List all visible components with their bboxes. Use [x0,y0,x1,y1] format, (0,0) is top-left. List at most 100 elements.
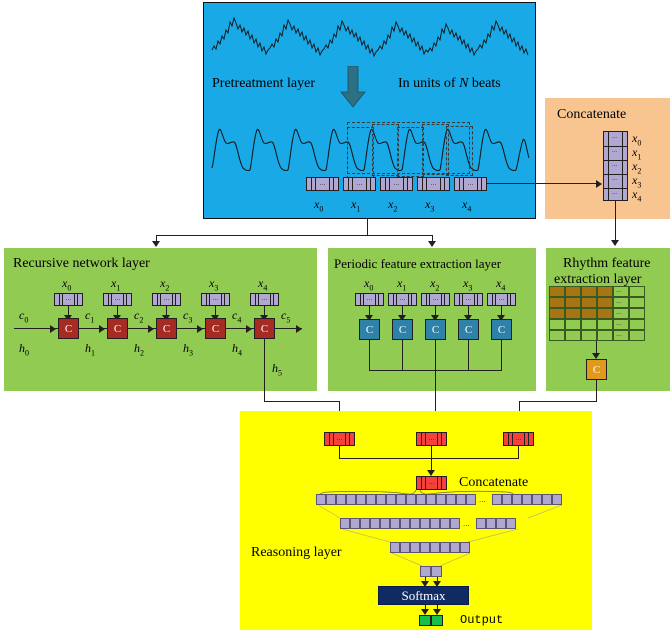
dense1-cell [366,494,376,505]
grid-cell [549,286,565,297]
reasoning-concatenate-chip: ... [416,476,447,490]
dense2-cell [476,518,486,529]
periodic-cell-1: C [392,319,413,340]
recursive-input-label-4: x4 [258,276,268,293]
concat-row-label-3: x3 [632,173,642,190]
dense1-cell [376,494,386,505]
periodic-chip-arrow-line-0 [369,306,371,319]
units-of-n-beats-label: In units of N beats [398,76,501,92]
dense2-cell [430,518,440,529]
dense3-to-dense4-links [391,553,471,567]
segmentation-window-0 [347,127,374,179]
dense3-cell [450,542,460,553]
dense3-cell [440,542,450,553]
recursive-cell-in-arrow-4 [246,325,252,333]
reasoning-layer-title: Reasoning layer [251,545,342,560]
chip-dots: ... [114,295,121,302]
softmax-to-output-arrow-0 [421,609,429,615]
recursive-h-label-4: h4 [232,341,242,358]
recursive-cell-in-arrow-0 [50,325,56,333]
reasoning-merge-arrowhead [427,470,435,476]
grid-cell [581,330,597,341]
dense1-cell [502,494,512,505]
periodic-cell-2: C [425,319,446,340]
segmentation-window-3 [422,124,449,175]
beat-label-4: x4 [462,197,472,214]
rhythm-feature-extraction-layer-title-line1: Rhythm feature [563,256,651,271]
concat-row-label-0: x0 [632,131,642,148]
periodic-input-label-3: x3 [463,276,473,293]
chip-dots: ... [336,434,343,442]
dense2-cell [450,518,460,529]
recursive-input-chip-4: ... [250,293,279,306]
recursive-h-label-0: h0 [19,341,29,358]
recursive-input-chip-1: ... [103,293,132,306]
recursive-cell-3: C [205,318,226,339]
pretreat-to-recursive-line [156,235,158,246]
periodic-cell-4: C [491,319,512,340]
dense1-cell [336,494,346,505]
recursive-h-label-5: h5 [272,361,282,378]
recursive-input-chip-3: ... [201,293,230,306]
grid-cell [581,308,597,319]
grid-cell [629,286,645,297]
dense2-cell [410,518,420,529]
periodic-chip-arrow-head-3 [464,315,472,321]
beat-label-1: x1 [351,197,361,214]
recursive-cell-2: C [156,318,177,339]
grid-cell [565,330,581,341]
dense1-cell [466,494,476,505]
dense4-to-softmax-arrow-1 [433,581,441,587]
reasoning-merge-drop-1 [431,446,433,459]
dense1-cell [386,494,396,505]
periodic-merge-drop-0 [369,340,371,371]
periodic-cell-3: C [458,319,479,340]
recursive-input-chip-2: ... [152,293,181,306]
concat-row-dots-2: ... [612,162,618,168]
beats-to-concat-line [487,183,597,185]
segmentation-window-2 [397,127,424,177]
dense2-cell [486,518,496,529]
pretreat-out-stem [367,219,369,236]
rhythm-grid-to-cell-arrowhead [592,353,600,359]
dense1-to-dense2-links [317,505,563,519]
concat-row-label-2: x2 [632,159,642,176]
recursive-cell-1: C [107,318,128,339]
periodic-input-chip-3: ... [454,293,483,306]
recursive-input-chip-0: ... [54,293,83,306]
periodic-merge-drop-3 [468,340,470,371]
beat-label-2: x2 [388,197,398,214]
dense1-cell [552,494,562,505]
grid-cell [549,297,565,308]
softmax-to-output-arrow-1 [433,609,441,615]
recursive-cell-in-arrow-2 [148,325,154,333]
dense1-cell [326,494,336,505]
recursive-input-label-2: x2 [160,276,170,293]
recursive-c-label-3: c3 [183,308,193,325]
pretreatment-down-arrow [340,66,366,108]
dense4-cell [420,566,431,577]
reasoning-input-chip-0: ... [324,432,355,446]
grid-cell [629,330,645,341]
dense3-cell [390,542,400,553]
grid-cell [613,297,629,308]
dense3-cell [430,542,440,553]
chip-dots: ... [399,295,406,302]
beat-chip-1: ... [343,177,376,191]
rhythm-cell: C [586,359,607,380]
segmentation-window-1 [372,124,399,176]
chip-dots: ... [163,295,170,302]
recursive-cell-4: C [254,318,275,339]
grid-dots-row-3: ... [616,320,622,327]
chip-dots: ... [393,179,400,187]
dense1-cell [356,494,366,505]
rhythm-output-line-h [519,401,597,403]
concat-row-dots-4: ... [612,190,618,196]
reasoning-input-chip-2: ... [503,432,534,446]
pretreat-to-recursive-arrowhead [152,241,160,247]
periodic-chip-arrow-line-3 [468,306,470,319]
dense1-cell [316,494,326,505]
recursive-c-label-1: c1 [85,308,95,325]
dense2-cell [390,518,400,529]
pretreatment-layer-title: Pretreatment layer [212,76,316,91]
